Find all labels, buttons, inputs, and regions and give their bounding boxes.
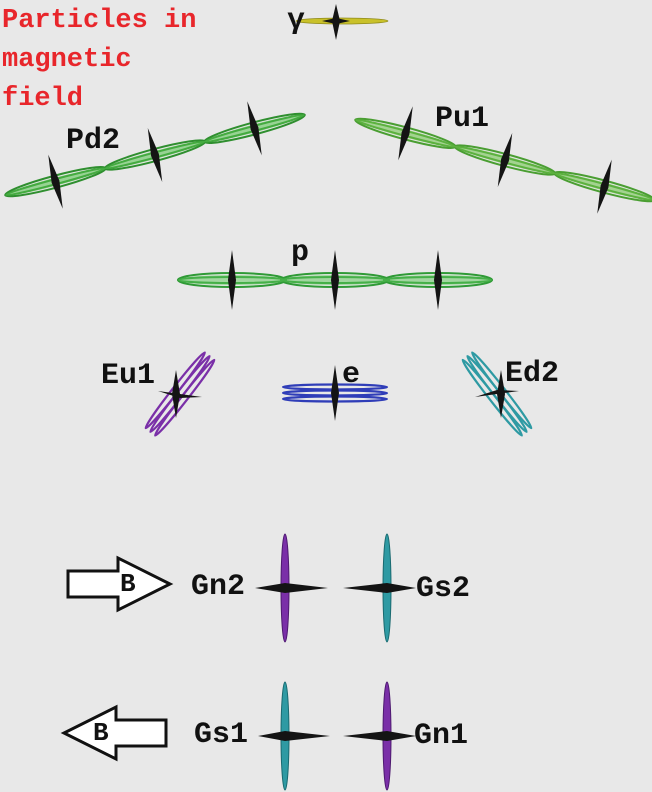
gamma-particle xyxy=(295,4,389,40)
pd2-particle xyxy=(4,101,306,209)
e-particle xyxy=(281,365,389,421)
title-line-3: field xyxy=(2,84,84,114)
title-line-1: Particles in xyxy=(2,6,197,36)
gs2-label: Gs2 xyxy=(416,572,471,606)
gn2-particle xyxy=(255,533,328,643)
p-label: p xyxy=(291,236,310,270)
gs1-label: Gs1 xyxy=(194,718,249,752)
gn1-label: Gn1 xyxy=(414,719,469,753)
pu1-particle xyxy=(354,106,652,214)
pu1-label: Pu1 xyxy=(435,102,490,136)
gn2-label: Gn2 xyxy=(191,570,246,604)
gs1-particle xyxy=(258,681,330,791)
ed2-particle xyxy=(461,351,533,437)
field-arrow-left-label: B xyxy=(93,718,109,748)
ed2-label: Ed2 xyxy=(505,357,560,391)
e-label: e xyxy=(342,358,361,392)
field-arrow-right-label: B xyxy=(120,569,136,599)
diagram-title: Particles in magnetic field xyxy=(2,2,196,119)
p-particle xyxy=(177,250,493,310)
field-arrow-right xyxy=(66,555,174,613)
field-arrow-left xyxy=(60,704,168,762)
title-line-2: magnetic xyxy=(2,45,132,75)
eu1-particle xyxy=(144,351,216,437)
pd2-label: Pd2 xyxy=(66,124,121,158)
gn1-particle xyxy=(343,681,416,791)
eu1-label: Eu1 xyxy=(101,359,156,393)
gs2-particle xyxy=(343,533,416,643)
gamma-label: γ xyxy=(287,4,306,38)
